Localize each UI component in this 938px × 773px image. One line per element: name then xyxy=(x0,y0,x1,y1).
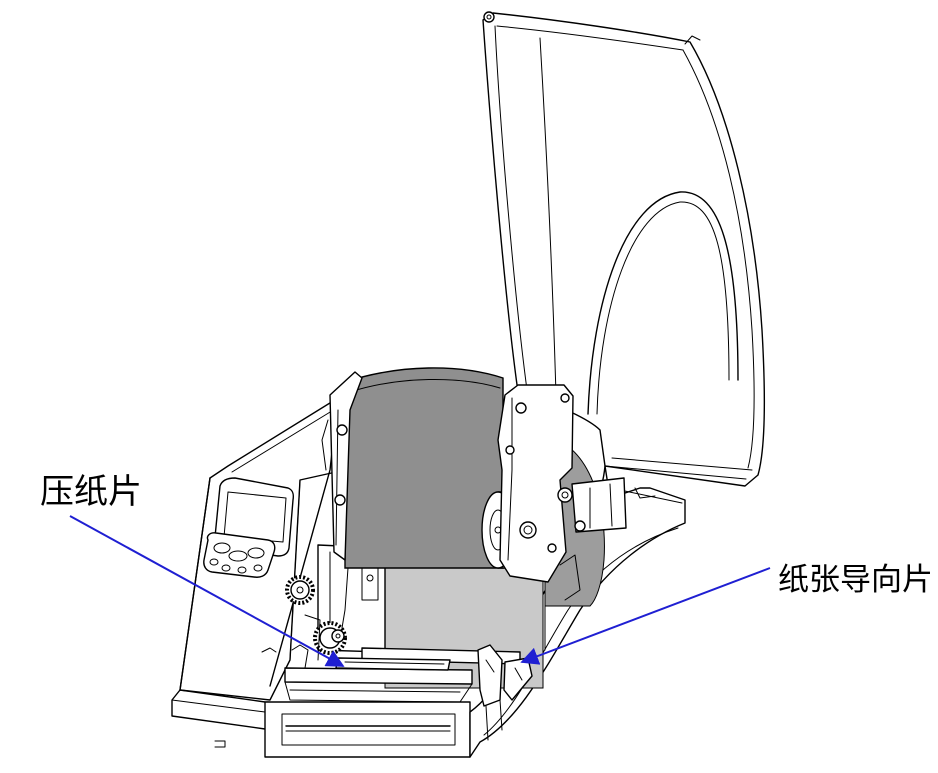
paper-exit-slot xyxy=(285,725,451,732)
ribbon-roll xyxy=(321,367,504,569)
arrow-paper-guide xyxy=(520,567,771,665)
gear-icon xyxy=(313,621,347,655)
callout-paper-guide: 纸张导向片 xyxy=(520,562,933,665)
printer-lid xyxy=(482,11,766,487)
print-mechanism-front xyxy=(261,644,533,741)
right-side-plate xyxy=(497,384,627,651)
callout-pressure-plate: 压纸片 xyxy=(40,472,345,667)
label-pressure-plate: 压纸片 xyxy=(40,472,142,512)
label-paper-guide: 纸张导向片 xyxy=(778,562,933,598)
left-mechanism xyxy=(285,469,386,661)
panel-buttons-icon xyxy=(209,542,265,574)
arrow-pressure-plate xyxy=(69,515,345,667)
paper-guide xyxy=(477,644,533,741)
control-panel xyxy=(203,477,295,578)
display-screen xyxy=(223,491,287,543)
lid-hinge-icon xyxy=(483,11,495,23)
pressure-plate xyxy=(335,657,451,671)
gear-icon xyxy=(285,575,315,605)
